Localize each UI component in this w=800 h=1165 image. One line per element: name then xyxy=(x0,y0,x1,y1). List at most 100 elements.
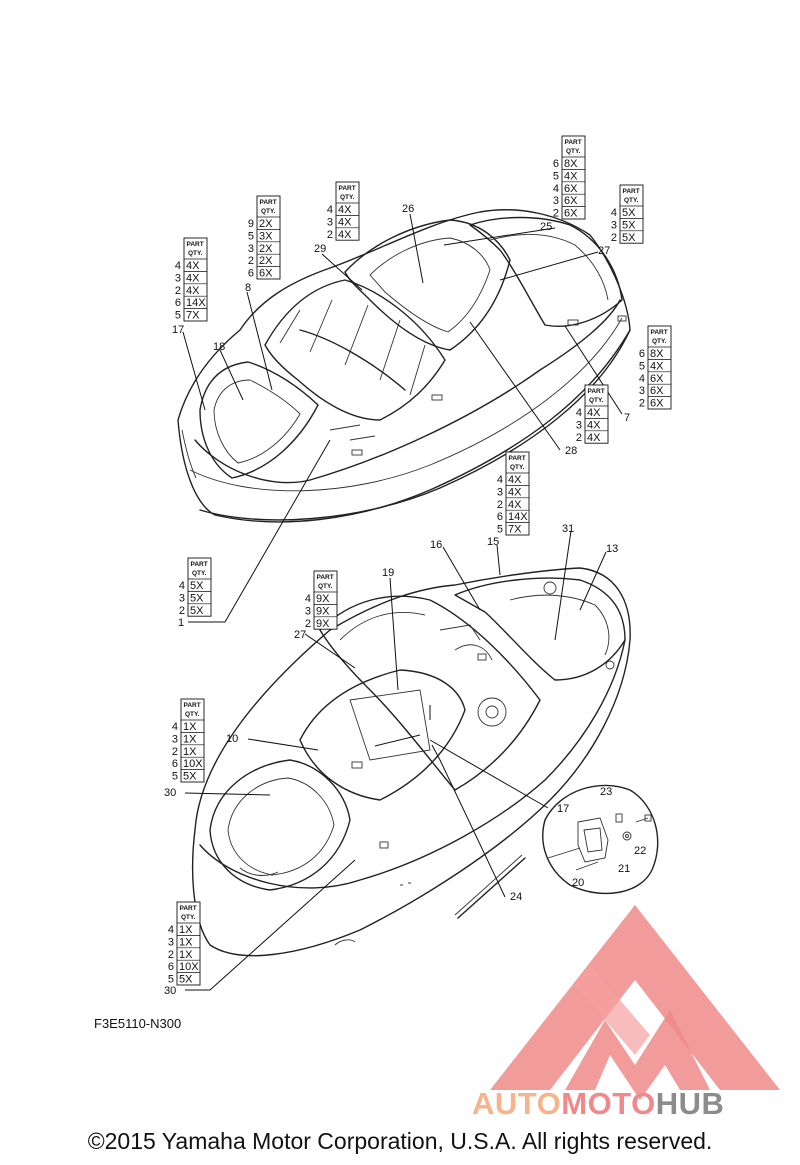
table-qty: 4X xyxy=(587,419,601,431)
table-qty: 6X xyxy=(650,398,664,410)
callout-24: 26 xyxy=(402,203,414,215)
table-qty: 14X xyxy=(508,511,528,523)
table-qty: 5X xyxy=(622,219,636,231)
table-part-number: 5 xyxy=(248,230,254,242)
table-part-number: 5 xyxy=(168,974,174,986)
table-head-qty: QTY. xyxy=(652,338,667,345)
table-qty: 5X xyxy=(190,592,204,604)
callout-13: 16 xyxy=(430,539,442,551)
callout-23: 25 xyxy=(540,221,552,233)
table-qty: 9X xyxy=(316,605,330,617)
table-qty: 4X xyxy=(587,432,601,444)
table-part-number: 3 xyxy=(305,605,311,617)
automotohub-logo-text: AUTOMOTOHUB xyxy=(472,1086,724,1122)
callout-22: 24 xyxy=(510,891,522,903)
table-head-part: PART xyxy=(187,241,204,248)
table-head-qty: QTY. xyxy=(624,197,639,204)
table-head-qty: QTY. xyxy=(566,148,581,155)
table-qty: 8X xyxy=(650,348,664,360)
table-qty: 6X xyxy=(564,195,578,207)
table-qty: 5X xyxy=(622,207,636,219)
table-qty: 6X xyxy=(650,385,664,397)
table-part-number: 2 xyxy=(179,605,185,617)
table-part-number: 6 xyxy=(497,511,503,523)
callout-18: 20 xyxy=(572,877,584,889)
table-qty: 5X xyxy=(190,580,204,592)
table-head-qty: QTY. xyxy=(185,711,200,718)
table-part-number: 5 xyxy=(553,170,559,182)
table-qty: 8X xyxy=(564,158,578,170)
upper-boat-drawing xyxy=(177,209,631,523)
callout-30: 30 xyxy=(164,985,176,997)
logo-text-moto: MOTO xyxy=(561,1086,656,1121)
table-frame xyxy=(619,184,644,244)
table-part-number: 4 xyxy=(172,721,178,733)
table-qty: 4X xyxy=(338,216,352,228)
table-qty: 1X xyxy=(183,733,197,745)
table-part-number: 4 xyxy=(639,373,645,385)
table-part-number: 3 xyxy=(168,936,174,948)
table-part-number: 5 xyxy=(175,310,181,322)
table-part-number: 3 xyxy=(497,486,503,498)
diagram-code: F3E5110-N300 xyxy=(94,1016,182,1031)
table-qty: 5X xyxy=(183,771,197,783)
callout-19: 21 xyxy=(618,863,630,875)
table-part-number: 3 xyxy=(248,243,254,255)
callout-27: 27 xyxy=(294,629,306,641)
table-part-number: 4 xyxy=(179,580,185,592)
table-head-qty: QTY. xyxy=(510,464,525,471)
table-qty: 3X xyxy=(259,230,273,242)
table-part-number: 3 xyxy=(179,592,185,604)
table-part-number: 6 xyxy=(553,158,559,170)
callout-1: 1 xyxy=(178,617,184,629)
table-head-part: PART xyxy=(191,561,208,568)
table-part-number: 3 xyxy=(553,195,559,207)
table-part-number: 2 xyxy=(172,746,178,758)
table-head-part: PART xyxy=(260,199,277,206)
table-part-number: 2 xyxy=(305,618,311,630)
table-part-number: 6 xyxy=(248,268,254,280)
table-qty: 10X xyxy=(183,758,203,770)
logo-stripe xyxy=(575,965,650,1055)
table-part-number: 3 xyxy=(639,385,645,397)
table-head-part: PART xyxy=(339,185,356,192)
table-head-qty: QTY. xyxy=(318,583,333,590)
callout-16: 19 xyxy=(382,567,394,579)
callout-11: 13 xyxy=(606,543,618,555)
table-part-number: 2 xyxy=(327,229,333,241)
logo-triangle-inner xyxy=(565,1010,710,1100)
table-qty: 7X xyxy=(186,310,200,322)
callout-numbers: 17 18 8 29 26 25 27 7 28 1 19 16 15 31 1… xyxy=(164,203,646,997)
table-part-number: 6 xyxy=(175,297,181,309)
table-head-qty: QTY. xyxy=(181,914,196,921)
table-part-number: 4 xyxy=(497,474,503,486)
table-qty: 6X xyxy=(564,208,578,220)
table-part-number: 2 xyxy=(611,232,617,244)
callout-21: 23 xyxy=(600,786,612,798)
callout-20: 22 xyxy=(634,845,646,857)
table-frame xyxy=(187,557,212,617)
table-qty: 2X xyxy=(259,218,273,230)
table-qty: 4X xyxy=(186,260,200,272)
table-part-number: 3 xyxy=(611,219,617,231)
table-qty: 4X xyxy=(508,474,522,486)
callout-10: 10 xyxy=(226,733,238,745)
table-qty: 6X xyxy=(259,268,273,280)
table-qty: 7X xyxy=(508,524,522,536)
table-qty: 1X xyxy=(179,949,193,961)
logo-text-auto: AUTO xyxy=(472,1086,562,1121)
table-part-number: 2 xyxy=(248,255,254,267)
copyright-notice: ©2015 Yamaha Motor Corporation, U.S.A. A… xyxy=(87,1128,713,1154)
table-qty: 6X xyxy=(564,183,578,195)
table-part-number: 3 xyxy=(175,272,181,284)
table-part-number: 2 xyxy=(639,398,645,410)
lower-boat-drawing xyxy=(191,567,631,957)
